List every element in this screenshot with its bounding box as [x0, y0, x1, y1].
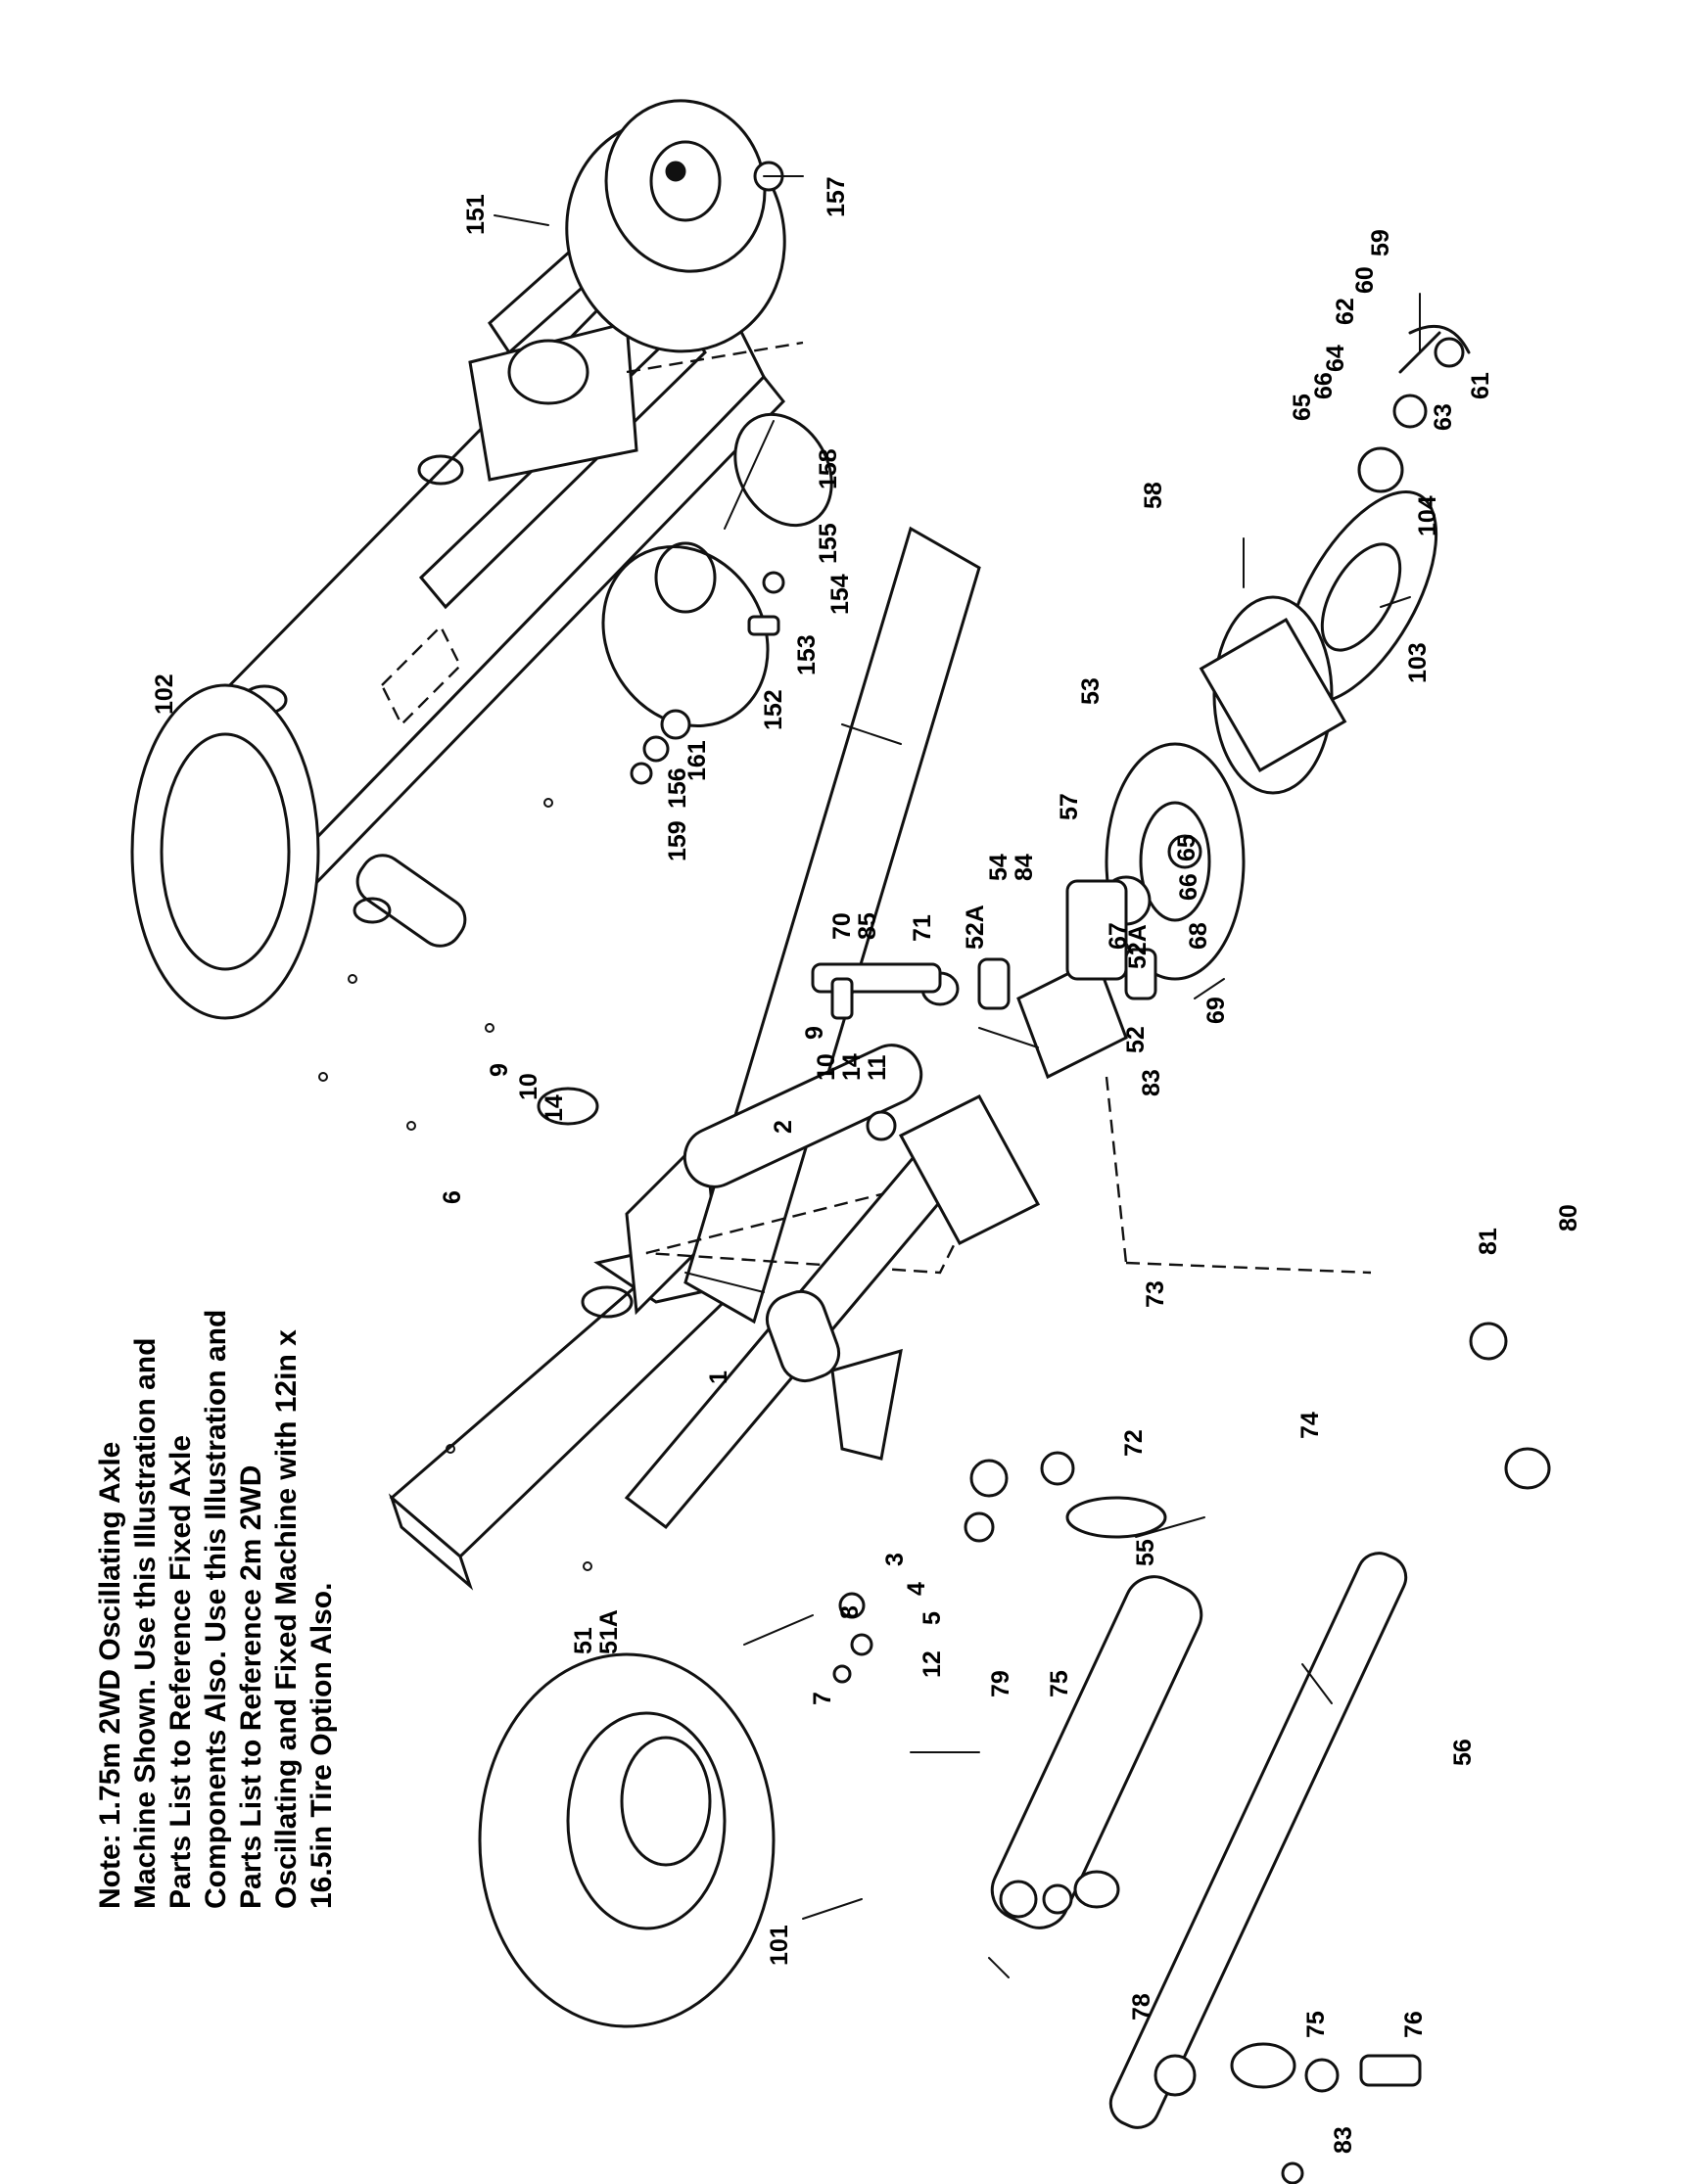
- callout-58: 58: [1140, 482, 1167, 509]
- callout-157: 157: [823, 176, 850, 217]
- callout-76: 76: [1400, 2011, 1428, 2038]
- callout-65b: 65: [1173, 834, 1201, 861]
- callout-154: 154: [826, 574, 854, 615]
- callout-2: 2: [770, 1120, 797, 1134]
- callout-14-upper: 14: [838, 1053, 866, 1081]
- callout-78: 78: [1128, 1993, 1155, 2021]
- note-line-1: Note: 1.75m 2WD Oscillating Axle: [94, 1442, 126, 1909]
- callout-62: 62: [1332, 298, 1359, 325]
- callout-67: 67: [1105, 922, 1132, 950]
- callout-65a: 65: [1289, 394, 1316, 421]
- callout-14-lower: 14: [541, 1094, 568, 1122]
- callout-51: 51: [570, 1627, 597, 1654]
- callout-68: 68: [1185, 922, 1212, 950]
- callout-60: 60: [1351, 266, 1379, 294]
- callout-7: 7: [809, 1692, 836, 1705]
- callout-73: 73: [1142, 1280, 1169, 1308]
- callout-156: 156: [664, 767, 691, 809]
- callout-85: 85: [854, 912, 881, 940]
- callout-11: 11: [864, 1054, 891, 1081]
- callout-10-upper: 10: [813, 1053, 840, 1081]
- callout-153: 153: [793, 634, 821, 675]
- tire-101: [478, 1652, 776, 2028]
- callout-71: 71: [909, 914, 936, 942]
- callout-1: 1: [705, 1371, 732, 1384]
- leader-lines: [494, 175, 1421, 1978]
- note-line-6: Oscillating and Fixed Machine with 12in …: [270, 1329, 303, 1909]
- callout-74: 74: [1296, 1412, 1324, 1439]
- callout-5: 5: [918, 1611, 946, 1625]
- callout-57: 57: [1056, 793, 1083, 820]
- callout-151: 151: [462, 194, 490, 235]
- callout-51A: 51A: [595, 1609, 623, 1654]
- callout-66b: 66: [1175, 873, 1202, 901]
- gearbox-housing: [468, 321, 804, 482]
- callout-155: 155: [815, 523, 842, 564]
- callout-102: 102: [151, 674, 178, 715]
- tire-102: [130, 683, 320, 1020]
- callout-9-upper: 9: [801, 1026, 828, 1040]
- callout-152: 152: [760, 689, 787, 730]
- callout-70: 70: [828, 912, 856, 940]
- callout-55: 55: [1132, 1539, 1159, 1566]
- callout-83-upper: 83: [1138, 1069, 1165, 1096]
- callout-161: 161: [683, 740, 711, 781]
- callout-12: 12: [918, 1650, 946, 1678]
- tie-rod-55: [990, 1496, 1203, 1929]
- callout-64: 64: [1322, 345, 1349, 372]
- callout-59: 59: [1367, 229, 1394, 256]
- callout-3: 3: [881, 1553, 909, 1566]
- callout-63: 63: [1430, 403, 1457, 431]
- callout-61: 61: [1467, 372, 1494, 399]
- callout-54: 54: [985, 854, 1012, 881]
- callout-103: 103: [1404, 642, 1432, 683]
- callout-52A-lower: 52A: [1124, 924, 1152, 969]
- note-line-7: 16.5in Tire Option Also.: [306, 1583, 338, 1909]
- callout-56: 56: [1449, 1739, 1477, 1766]
- note-line-2: Machine Shown. Use this Illustration and: [129, 1338, 162, 1909]
- callout-83-lower: 83: [1330, 2126, 1357, 2154]
- callout-101: 101: [766, 1925, 793, 1966]
- callout-80: 80: [1555, 1204, 1582, 1231]
- callout-79: 79: [987, 1670, 1014, 1697]
- callout-9-lower: 9: [486, 1063, 513, 1077]
- callout-81: 81: [1475, 1228, 1502, 1255]
- callout-53: 53: [1077, 677, 1105, 705]
- callout-8: 8: [836, 1605, 864, 1619]
- note-line-3: Parts List to Reference Fixed Axle: [165, 1435, 197, 1909]
- callout-84: 84: [1011, 854, 1038, 881]
- hub-assembly: [1101, 324, 1471, 981]
- callout-52: 52: [1122, 1026, 1150, 1053]
- wheel-motor-151: [565, 99, 786, 353]
- tie-rod-56: [1108, 1322, 1551, 2129]
- callout-69: 69: [1202, 997, 1230, 1024]
- hydraulic-motor-152: [601, 412, 833, 785]
- callout-104: 104: [1414, 495, 1441, 536]
- callout-158: 158: [815, 448, 842, 489]
- note-line-5: Parts List to Reference 2m 2WD: [235, 1465, 267, 1909]
- callout-72: 72: [1120, 1429, 1148, 1457]
- steering-axle: [624, 1044, 1041, 1530]
- note-block: Note: 1.75m 2WD Oscillating Axle Machine…: [94, 1310, 338, 1909]
- callout-75-upper: 75: [1046, 1670, 1073, 1697]
- note-line-4: Components Also. Use this Illustration a…: [200, 1310, 232, 1909]
- callout-66a: 66: [1310, 372, 1338, 399]
- hardware: [830, 977, 1422, 2184]
- callout-75-lower: 75: [1302, 2011, 1330, 2038]
- callout-159: 159: [664, 820, 691, 861]
- callout-10-lower: 10: [515, 1073, 542, 1100]
- callout-6: 6: [439, 1190, 466, 1204]
- callout-52A-upper: 52A: [962, 905, 989, 950]
- callout-labels: 151 157 102 59 60 62 61 58 65 66 64 63 1…: [151, 176, 1582, 2154]
- callout-4: 4: [903, 1582, 930, 1596]
